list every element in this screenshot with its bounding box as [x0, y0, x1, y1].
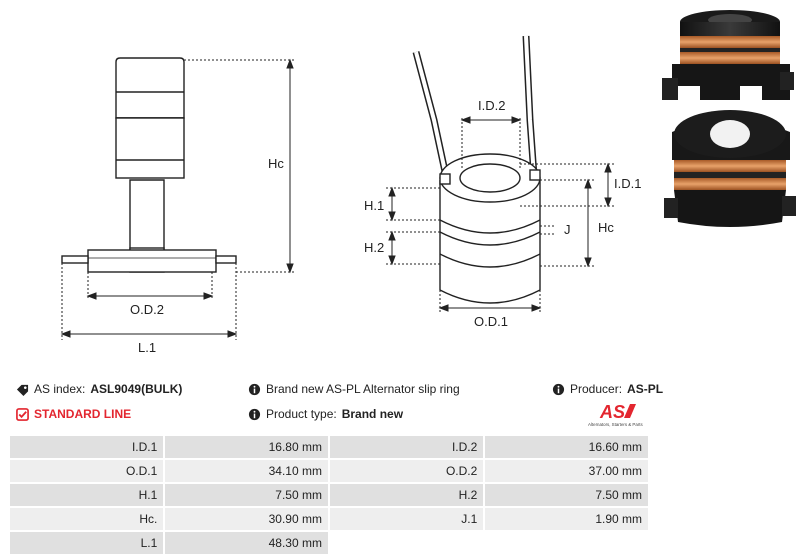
spec-value: 48.30 mm	[163, 530, 330, 556]
technical-diagram: Hc O.D.2 L.1	[60, 10, 796, 355]
spec-label: L.1	[7, 530, 166, 556]
spec-label: J.1	[327, 506, 486, 532]
standard-line: STANDARD LINE	[16, 407, 131, 421]
label-id1: I.D.1	[614, 176, 641, 191]
logo-tagline: Alternators, Starters & Parts	[588, 422, 643, 427]
side-view-dimensions	[60, 58, 296, 340]
standard-line-text: STANDARD LINE	[34, 407, 132, 421]
as-index: AS index: ASL9049(BULK)	[16, 382, 182, 396]
product-type-label: Product type:	[266, 407, 337, 421]
info-icon	[248, 383, 261, 395]
tag-icon	[16, 384, 29, 396]
product-photo-bottom	[664, 110, 796, 227]
spec-label: I.D.1	[7, 434, 166, 460]
producer-label: Producer:	[570, 382, 623, 396]
info-icon	[552, 383, 565, 395]
spec-label: O.D.2	[327, 458, 486, 484]
label-h2: H.2	[364, 240, 384, 255]
spec-value: 37.00 mm	[483, 458, 650, 484]
spec-value: 1.90 mm	[483, 506, 650, 532]
spec-label: O.D.1	[7, 458, 166, 484]
product-type: Product type: Brand new	[248, 407, 403, 421]
product-type-value: Brand new	[341, 407, 404, 421]
label-hc-left: Hc	[268, 156, 284, 171]
spec-label: I.D.2	[327, 434, 486, 460]
spec-label	[327, 530, 486, 556]
spec-value: 16.60 mm	[483, 434, 650, 460]
label-od1: O.D.1	[474, 314, 508, 329]
description-text: Brand new AS-PL Alternator slip ring	[266, 382, 460, 396]
label-hc-right: Hc	[598, 220, 614, 235]
spec-label: H.2	[327, 482, 486, 508]
spec-label: Hc.	[7, 506, 166, 532]
description: Brand new AS-PL Alternator slip ring	[248, 382, 460, 396]
label-id2: I.D.2	[478, 98, 505, 113]
spec-value	[483, 530, 650, 556]
label-l1: L.1	[138, 340, 156, 355]
spec-value: 16.80 mm	[163, 434, 330, 460]
as-index-value: ASL9049(BULK)	[90, 382, 183, 396]
as-index-label: AS index:	[34, 382, 86, 396]
side-view-drawing	[61, 57, 237, 273]
product-info: AS index: ASL9049(BULK) STANDARD LINE Br…	[0, 372, 800, 432]
spec-value: 7.50 mm	[483, 482, 650, 508]
spec-value: 7.50 mm	[163, 482, 330, 508]
as-pl-logo: AS Alternators, Starters & Parts	[588, 402, 643, 427]
check-square-icon	[16, 407, 29, 421]
slip-ring-drawing	[412, 35, 541, 304]
slip-ring-dimensions	[386, 116, 614, 312]
logo-text: AS	[599, 402, 625, 422]
label-od2: O.D.2	[130, 302, 164, 317]
label-h1: H.1	[364, 198, 384, 213]
producer-value: AS-PL	[627, 382, 664, 396]
product-photo-top	[662, 10, 794, 100]
spec-label: H.1	[7, 482, 166, 508]
info-icon	[248, 408, 261, 420]
spec-value: 30.90 mm	[163, 506, 330, 532]
producer: Producer: AS-PL	[552, 382, 663, 396]
label-j: J	[564, 222, 571, 237]
spec-value: 34.10 mm	[163, 458, 330, 484]
